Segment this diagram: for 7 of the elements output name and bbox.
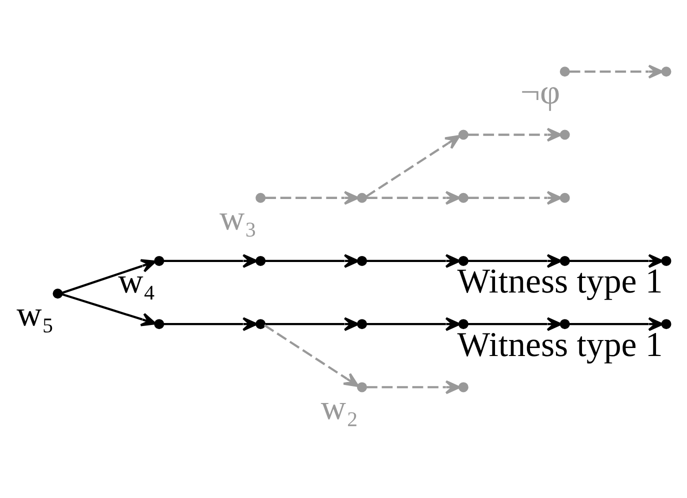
node-label: w₃: [220, 198, 257, 238]
node-label: ¬φ: [520, 72, 560, 112]
node-label: Witness type 1: [457, 324, 663, 364]
node-label: Witness type 1: [457, 262, 663, 301]
node-label: w₅: [16, 294, 54, 334]
node-label: w₂: [320, 388, 358, 427]
node-label: w₄: [118, 262, 156, 301]
